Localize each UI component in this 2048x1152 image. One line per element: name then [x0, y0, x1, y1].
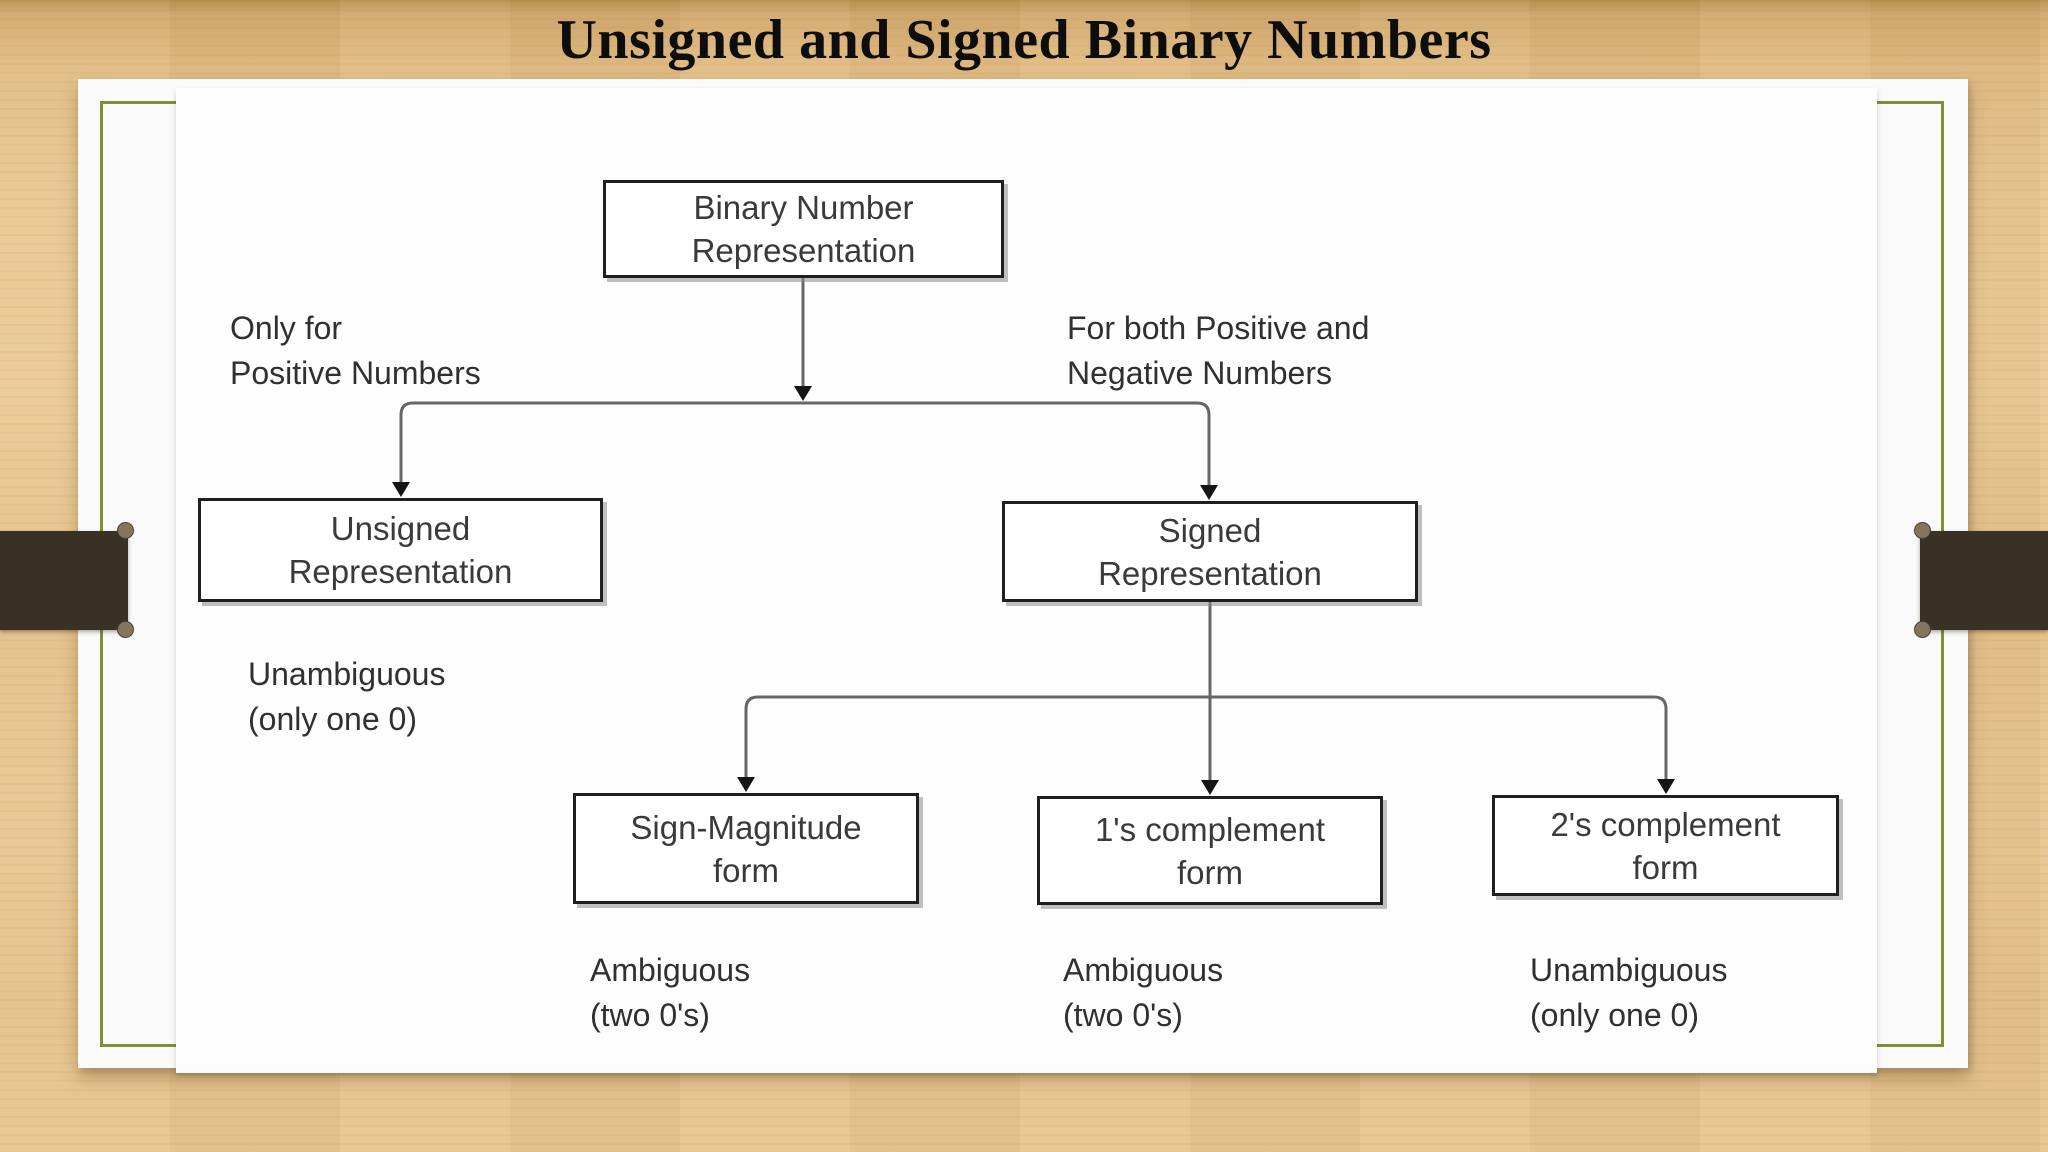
node-text-line: Signed	[1158, 511, 1262, 549]
label-line: (only one 0)	[1530, 997, 1699, 1033]
node-text-line: form	[1632, 848, 1699, 886]
arrowhead-unsigned-icon	[392, 482, 410, 497]
label-line: Ambiguous	[1063, 952, 1224, 988]
arrowhead-ones-icon	[1201, 780, 1219, 795]
label-line: (two 0's)	[590, 997, 710, 1033]
arrowhead-root-icon	[794, 386, 812, 401]
node-text-line: 2's complement	[1550, 805, 1781, 843]
node-signed-representation: Signed Representation	[1002, 501, 1418, 602]
label-signmag-ambiguous: Ambiguous (two 0's)	[590, 948, 750, 1038]
label-twos-unambiguous: Unambiguous (only one 0)	[1530, 948, 1727, 1038]
node-binary-number-representation: Binary Number Representation	[603, 180, 1004, 278]
label-line: Unambiguous	[1530, 952, 1728, 988]
node-twos-complement-form: 2's complement form	[1492, 795, 1839, 896]
clamp-peg	[117, 522, 134, 539]
label-line: Negative Numbers	[1067, 355, 1332, 391]
clamp-peg	[1914, 522, 1931, 539]
label-for-both-positive-negative: For both Positive and Negative Numbers	[1067, 306, 1369, 396]
label-line: (only one 0)	[248, 701, 417, 737]
clamp-peg	[1914, 621, 1931, 638]
label-line: Unambiguous	[248, 656, 446, 692]
node-text-line: Representation	[1098, 554, 1322, 592]
node-text-line: Representation	[288, 553, 513, 590]
node-sign-magnitude-form: Sign-Magnitude form	[573, 793, 919, 904]
connector-level1-rail	[399, 401, 1211, 486]
node-text-line: form	[1177, 853, 1243, 891]
label-ones-ambiguous: Ambiguous (two 0's)	[1063, 948, 1223, 1038]
slide-title: Unsigned and Signed Binary Numbers	[556, 9, 1492, 71]
left-clamp-bar	[0, 531, 128, 630]
label-only-for-positive: Only for Positive Numbers	[230, 306, 481, 396]
label-line: Positive Numbers	[230, 355, 481, 391]
right-clamp-bar	[1920, 531, 2048, 630]
node-text-line: form	[713, 851, 779, 889]
node-text-line: 1's complement	[1094, 810, 1326, 848]
node-text-line: Binary Number	[693, 189, 914, 226]
label-line: For both Positive and	[1067, 310, 1370, 346]
connector-level2-rail	[744, 695, 1668, 780]
label-line: Ambiguous	[590, 952, 751, 988]
arrowhead-twos-icon	[1657, 779, 1675, 794]
label-unsigned-unambiguous: Unambiguous (only one 0)	[248, 652, 445, 742]
arrowhead-signmag-icon	[737, 777, 755, 792]
arrowhead-signed-icon	[1200, 485, 1218, 500]
node-ones-complement-form: 1's complement form	[1037, 796, 1383, 905]
label-line: (two 0's)	[1063, 997, 1183, 1033]
clamp-peg	[117, 621, 134, 638]
node-text-line: Unsigned	[330, 510, 471, 547]
label-line: Only for	[230, 310, 343, 346]
node-unsigned-representation: Unsigned Representation	[198, 498, 603, 602]
node-text-line: Sign-Magnitude	[630, 808, 862, 846]
node-text-line: Representation	[691, 232, 916, 269]
